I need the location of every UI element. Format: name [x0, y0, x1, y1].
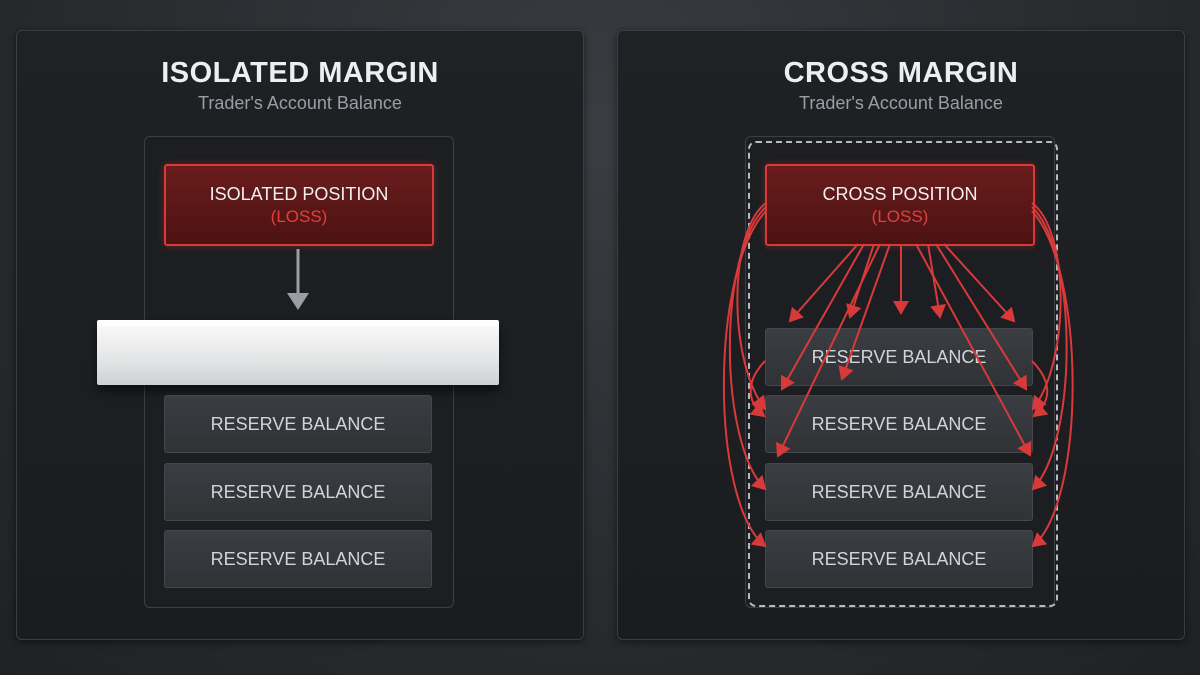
loss-spread-arrows	[722, 202, 1074, 548]
isolation-barrier-block	[97, 321, 499, 385]
isolated-account-balance-subtitle: Trader's Account Balance	[198, 93, 402, 113]
isolated-position-loss: (LOSS)	[270, 207, 328, 226]
cross-reserve-balance-3: RESERVE BALANCE	[765, 463, 1033, 521]
cross-position-label: CROSS POSITION	[822, 184, 978, 204]
cross-margin-title: CROSS MARGIN	[783, 57, 1019, 89]
cross-reserve-balance-1: RESERVE BALANCE	[765, 328, 1033, 386]
isolated-reserve-balance-2: RESERVE BALANCE	[164, 463, 432, 521]
isolated-position-box: ISOLATED POSITION (LOSS)	[164, 164, 434, 246]
isolated-position-label: ISOLATED POSITION	[209, 184, 389, 204]
isolated-margin-panel: ISOLATED MARGIN Trader's Account Balance…	[16, 30, 584, 640]
isolated-down-arrow-icon	[287, 249, 309, 310]
cross-position-box: CROSS POSITION (LOSS)	[765, 164, 1035, 246]
cross-account-balance-subtitle: Trader's Account Balance	[799, 93, 1003, 113]
cross-reserve-balance-4: RESERVE BALANCE	[765, 530, 1033, 588]
isolated-margin-title: ISOLATED MARGIN	[161, 57, 439, 89]
isolated-reserve-balance-3: RESERVE BALANCE	[164, 530, 432, 588]
cross-position-loss: (LOSS)	[871, 207, 929, 226]
cross-margin-panel: CROSS MARGIN Trader's Account Balance RE…	[617, 30, 1185, 640]
shared-balance-dashed-border	[748, 141, 1058, 607]
cross-reserve-balance-2: RESERVE BALANCE	[765, 395, 1033, 453]
isolated-reserve-balance-1: RESERVE BALANCE	[164, 395, 432, 453]
isolation-barrier-top	[97, 320, 499, 326]
